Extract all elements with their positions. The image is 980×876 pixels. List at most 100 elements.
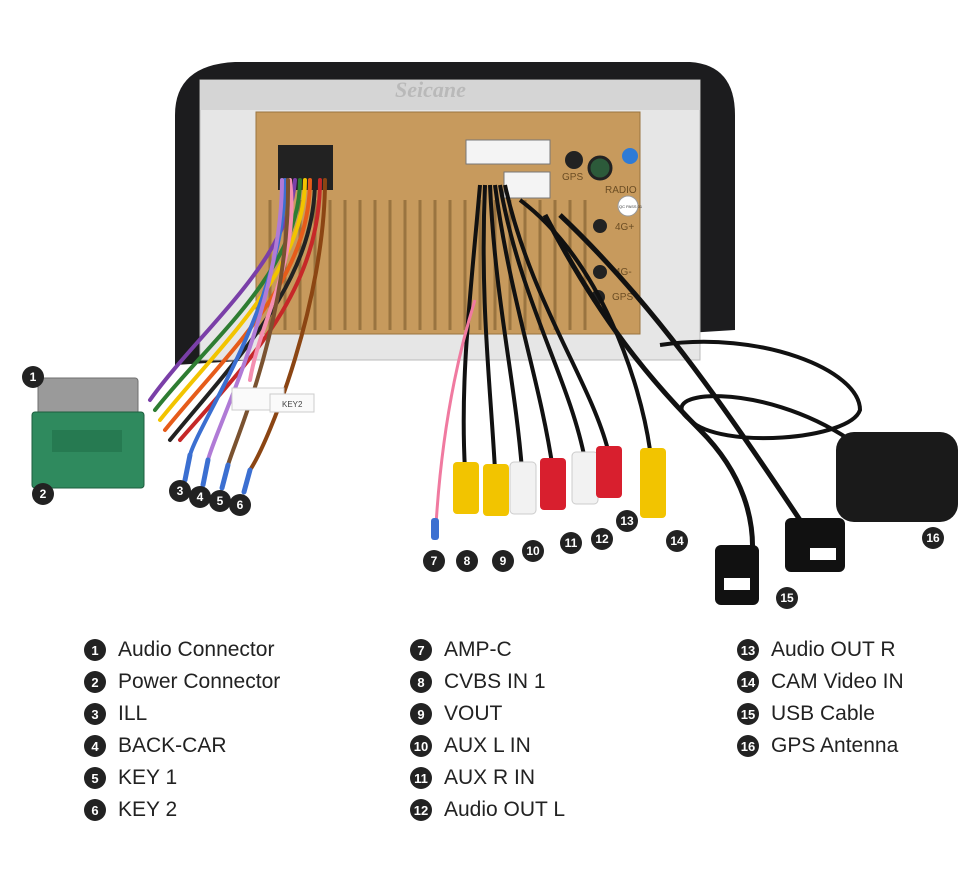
legend-item-power-connector: 2 Power Connector — [84, 666, 280, 698]
rca-plug-audio-out-l — [571, 451, 599, 505]
svg-text:9: 9 — [500, 554, 507, 568]
amp-c-wire — [434, 299, 477, 526]
aux-socket-1 — [465, 139, 551, 165]
power-connector-face — [52, 430, 122, 452]
radio-port — [587, 155, 613, 181]
callout-14: 14 — [666, 530, 688, 552]
panel-label-4g-plus: 4G+ — [615, 222, 634, 233]
legend-item-back-car: 4 BACK-CAR — [84, 730, 280, 762]
svg-text:4: 4 — [197, 490, 204, 504]
panel-label-gps-2: GPS — [612, 292, 633, 303]
legend-number: 15 — [737, 703, 759, 725]
amp-c-tip — [431, 518, 439, 540]
rca-plug-cam-video-in — [640, 448, 666, 518]
rca-plugs — [453, 446, 666, 518]
callout-3: 3 — [169, 480, 191, 502]
svg-text:8: 8 — [464, 554, 471, 568]
svg-text:3: 3 — [177, 484, 184, 498]
legend-label: BACK-CAR — [118, 734, 227, 757]
legend-label: USB Cable — [771, 702, 875, 725]
svg-text:5: 5 — [217, 494, 224, 508]
callout-2: 2 — [32, 483, 54, 505]
legend-number: 6 — [84, 799, 106, 821]
brand-watermark: Seicane — [395, 77, 466, 102]
legend-item-aux-l-in: 10 AUX L IN — [410, 730, 565, 762]
usb-connector-2 — [785, 518, 845, 572]
legend-number: 16 — [737, 735, 759, 757]
callout-8: 8 — [456, 550, 478, 572]
callout-9: 9 — [492, 550, 514, 572]
legend-number: 13 — [737, 639, 759, 661]
legend-label: Audio Connector — [118, 638, 275, 661]
legend-number: 7 — [410, 639, 432, 661]
qc-sticker-blue — [622, 148, 638, 164]
rca-plug-aux-r-in — [540, 458, 566, 510]
legend-number: 5 — [84, 767, 106, 789]
callout-4: 4 — [189, 486, 211, 508]
legend-label: AUX L IN — [444, 734, 531, 757]
legend-label: Power Connector — [118, 670, 281, 693]
svg-text:11: 11 — [565, 536, 578, 550]
svg-text:6: 6 — [237, 498, 244, 512]
legend-item-key-1: 5 KEY 1 — [84, 762, 280, 794]
legend-item-audio-out-l: 12 Audio OUT L — [410, 794, 565, 826]
legend-number: 4 — [84, 735, 106, 757]
qc-sticker — [617, 195, 639, 217]
panel-label-gps: GPS — [562, 172, 583, 183]
svg-text:2: 2 — [40, 487, 47, 501]
svg-text:15: 15 — [780, 591, 794, 605]
port-4g-minus — [593, 265, 607, 279]
legend-label: GPS Antenna — [771, 734, 899, 757]
legend-number: 12 — [410, 799, 432, 821]
svg-text:1: 1 — [30, 370, 37, 384]
legend-item-cam-video-in: 14 CAM Video IN — [737, 666, 904, 698]
gps-antenna-cable — [659, 339, 863, 442]
legend-number: 1 — [84, 639, 106, 661]
callout-7: 7 — [423, 550, 445, 572]
callout-15: 15 — [776, 587, 798, 609]
legend-label: VOUT — [444, 702, 503, 725]
legend-label: CAM Video IN — [771, 670, 904, 693]
callout-5: 5 — [209, 490, 231, 512]
legend-label: CVBS IN 1 — [444, 670, 546, 693]
rca-plug-audio-out-r — [596, 446, 622, 498]
legend-label: AMP-C — [444, 638, 512, 661]
legend-number: 3 — [84, 703, 106, 725]
svg-text:12: 12 — [595, 532, 609, 546]
callout-1: 1 — [22, 366, 44, 388]
callout-10: 10 — [522, 540, 544, 562]
legend-label: KEY 2 — [118, 798, 178, 821]
legend-item-ill: 3 ILL — [84, 698, 280, 730]
qc-sticker-text: QC PASS 01 — [619, 204, 643, 209]
legend-label: AUX R IN — [444, 766, 536, 789]
panel-label-radio: RADIO — [605, 185, 637, 196]
legend-label: Audio OUT L — [444, 798, 566, 821]
callout-11: 11 — [560, 532, 582, 554]
callout-6: 6 — [229, 494, 251, 516]
legend-number: 14 — [737, 671, 759, 693]
unit-top-plate — [200, 80, 700, 110]
head-unit-wiring-diagram: Seicane QC PASS 01 GPS RADIO 4G+ 4G- GPS — [22, 62, 958, 609]
legend-label: ILL — [118, 702, 148, 725]
panel-label-4g-minus: 4G- — [615, 267, 632, 278]
gps-antenna-puck — [836, 432, 958, 522]
usb-connectors — [715, 518, 845, 605]
harness-tags: KEY2 — [231, 387, 315, 413]
svg-text:7: 7 — [431, 554, 438, 568]
callout-12: 12 — [591, 528, 613, 550]
legend-number: 2 — [84, 671, 106, 693]
usb-connector-1 — [715, 545, 759, 605]
legend-item-gps-antenna: 16 GPS Antenna — [737, 730, 904, 762]
legend-label: KEY 1 — [118, 766, 178, 789]
legend-item-amp-c: 7 AMP-C — [410, 634, 565, 666]
svg-text:16: 16 — [926, 531, 940, 545]
svg-text:13: 13 — [620, 514, 634, 528]
harness-wires — [148, 178, 327, 472]
legend-number: 10 — [410, 735, 432, 757]
